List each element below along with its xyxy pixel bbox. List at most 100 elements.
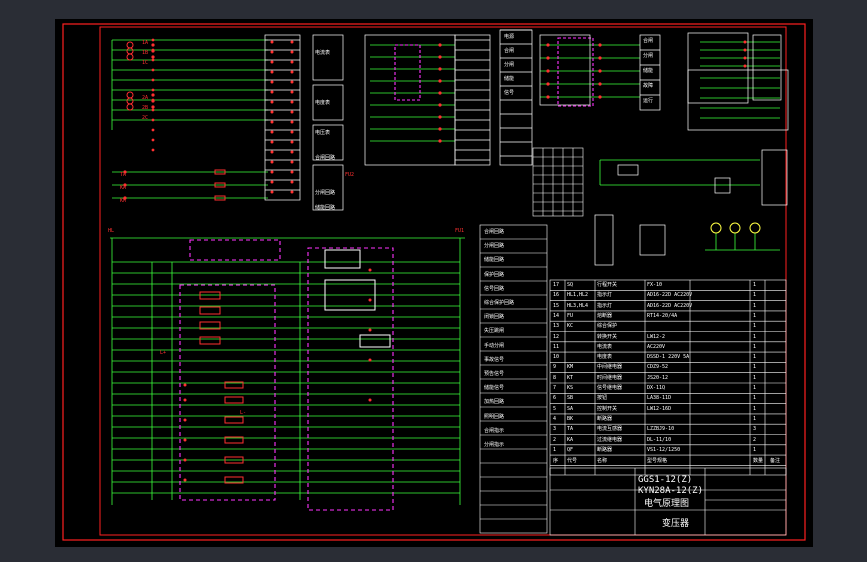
terminal-dot — [546, 43, 550, 47]
label-small — [639, 224, 666, 256]
ct-coil-symbol — [126, 53, 134, 61]
bom-name: 时间继电器 — [597, 374, 623, 381]
bom-header: 代号 — [567, 458, 578, 465]
bom-name: 按钮 — [597, 395, 608, 402]
bom-spec: DSSD-1 220V 5A — [647, 354, 690, 361]
bom-qty: 1 — [753, 364, 757, 371]
selector-label: 储能 — [643, 68, 654, 74]
terminal-dot — [151, 138, 155, 142]
terminal-dot — [290, 80, 294, 84]
relay-coil — [224, 416, 244, 424]
mid-function-label: 合闸指示 — [484, 427, 505, 434]
terminal-block — [264, 34, 301, 201]
bom-qty: 1 — [753, 405, 757, 412]
model-line2: KYN28A-12(Z) — [638, 486, 704, 496]
terminal-dot — [438, 79, 442, 83]
terminal-dot — [151, 105, 155, 109]
aux-contact-box — [687, 32, 749, 104]
terminal-dot — [290, 130, 294, 134]
mid-function-label: 照明回路 — [484, 413, 505, 420]
model-line1: GGS1-12(Z) — [638, 475, 693, 485]
mid-function-label: 储能回路 — [484, 257, 505, 264]
terminal-dot — [546, 56, 550, 60]
bom-spec: RT14-20/4A — [647, 312, 678, 319]
bom-code: TA — [567, 426, 574, 433]
terminal-dot — [438, 115, 442, 119]
terminal-dot — [270, 80, 274, 84]
terminal-dot — [546, 82, 550, 86]
mid-function-label: 保护回路 — [484, 271, 505, 278]
bom-code: SQ — [567, 282, 574, 288]
terminal-dot — [290, 60, 294, 64]
bom-no: 16 — [553, 292, 560, 299]
bom-name: 电流互感器 — [597, 426, 623, 433]
terminal-dot — [290, 110, 294, 114]
bom-no: 6 — [553, 395, 557, 402]
indicator-lamp — [749, 222, 761, 234]
bom-qty: 1 — [753, 374, 757, 381]
bom-code: SA — [567, 405, 574, 412]
terminal-dot — [151, 93, 155, 97]
bom-code: BK — [567, 415, 574, 422]
mid-function-label: 事故信号 — [484, 356, 505, 363]
relay-coil — [224, 396, 244, 404]
bom-code: KA — [567, 436, 574, 443]
switch-dashed-box — [394, 44, 421, 101]
bom-header: 备注 — [770, 458, 781, 465]
relay-box — [714, 177, 731, 194]
bom-qty: 1 — [753, 333, 757, 340]
bom-spec: DX-11Q — [647, 385, 666, 391]
terminal-dot — [183, 458, 187, 462]
bom-name: 转换开关 — [597, 333, 618, 340]
terminal-dot — [151, 58, 155, 62]
bom-name: 指示灯 — [597, 292, 613, 299]
mid-function-label: 分闸指示 — [484, 442, 505, 448]
bom-spec: LW12-2 — [647, 333, 666, 340]
bom-name: 中间继电器 — [597, 364, 623, 371]
relay-box — [617, 164, 639, 176]
selector-label: 故障 — [643, 83, 654, 89]
bom-spec: AD16-22D AC220V — [647, 302, 693, 309]
bom-no: 14 — [553, 312, 560, 319]
relay-coil — [199, 306, 221, 315]
mid-function-label: 手动分闸 — [484, 342, 505, 349]
terminal-dot — [270, 180, 274, 184]
bom-no: 8 — [553, 374, 557, 381]
terminal-dot — [151, 88, 155, 92]
bom-qty: 2 — [753, 436, 757, 443]
terminal-dot — [270, 170, 274, 174]
bom-no: 13 — [553, 323, 560, 330]
terminal-dot — [438, 67, 442, 71]
terminal-dot — [151, 48, 155, 52]
component-layer — [123, 38, 761, 484]
terminal-dot — [290, 70, 294, 74]
relay-coil — [224, 436, 244, 444]
column-label: 合闸 — [504, 48, 515, 54]
selector-label-col — [639, 34, 661, 111]
terminal-dot — [270, 110, 274, 114]
terminal-dot — [290, 160, 294, 164]
bom-qty: 1 — [753, 385, 757, 391]
terminal-dot — [123, 170, 127, 174]
mid-function-label: 综合保护回路 — [484, 300, 515, 306]
terminal-dot — [151, 68, 155, 72]
wire-label: 2B — [142, 105, 149, 111]
terminal-dot — [270, 120, 274, 124]
terminal-dot — [123, 183, 127, 187]
meter-box — [312, 124, 344, 161]
wire-label: FU1 — [455, 228, 465, 234]
terminal-dot — [438, 127, 442, 131]
selector-label: 分闸 — [643, 53, 654, 59]
terminal-dot — [290, 170, 294, 174]
bom-no: 1 — [553, 446, 557, 453]
relay-coil — [199, 291, 221, 300]
selector-label: 合闸 — [643, 38, 654, 44]
terminal-dot — [270, 150, 274, 154]
bom-name: 电度表 — [597, 354, 613, 361]
wire-label: 1B — [142, 50, 149, 56]
dashed-breaker-box — [307, 247, 394, 511]
bom-no: 17 — [553, 282, 560, 288]
wire-label: TA — [120, 172, 127, 178]
terminal-dot — [290, 180, 294, 184]
mid-function-label: 加热回路 — [484, 399, 505, 406]
